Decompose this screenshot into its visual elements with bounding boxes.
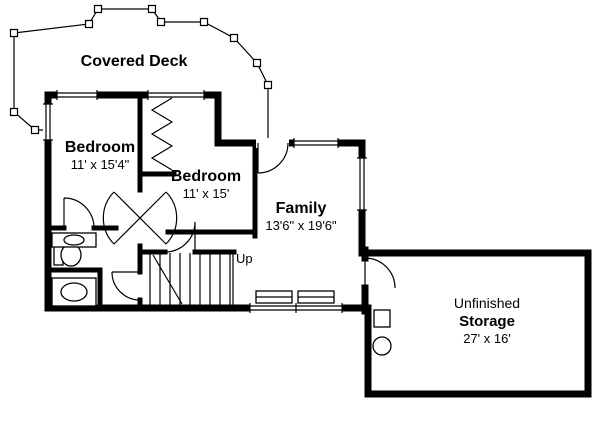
family-dims: 13'6" x 19'6" [265,218,337,233]
room-labels: Bedroom 11' x 15'4" Bedroom 11' x 15' Fa… [65,139,520,346]
windows [43,90,367,313]
doors [63,138,396,301]
deck-outline [13,8,269,143]
door-bedroom1 [63,197,95,229]
bedroom2-dims: 11' x 15' [183,186,230,201]
window-gap [148,90,204,100]
bedroom1-name: Bedroom [65,139,135,156]
door-bathroom [111,271,141,301]
laundry-sink [63,234,85,246]
vanity-sink [60,282,88,302]
covered-deck-label: Covered Deck [81,53,188,70]
window-gap [57,90,97,100]
door-stair-head [164,221,196,253]
window-bedroom1-left [43,103,53,141]
bedroom1-dims: 11' x 15'4" [71,157,130,172]
storage-line1: Unfinished [454,295,520,311]
window-glazing [293,138,339,148]
deck-posts [9,4,273,135]
window-glazing [147,90,205,100]
stairs: Up [149,251,253,306]
window-gap [294,138,338,148]
window-glazing [249,303,343,313]
window-gap [43,104,53,140]
covered-deck: Covered Deck [9,4,273,143]
bedroom2-name: Bedroom [171,168,241,185]
window-glazing [43,103,53,141]
storage-line2: Storage [459,313,515,330]
storage-dims: 27' x 16' [463,331,511,346]
window-family-bottom [249,303,343,313]
window-bedroom1-top [56,90,98,100]
furnace [373,309,391,328]
closet [150,97,174,171]
door-storage [364,257,396,289]
bifold-door-zigzag [150,97,174,171]
fixtures [51,232,392,356]
window-glazing [357,157,367,211]
stairs-up-label: Up [236,251,253,266]
family-name: Family [276,200,327,217]
window-closet-top [147,90,205,100]
stair-treads [149,252,234,306]
window-gap [357,158,367,210]
window-family-top [293,138,339,148]
window-glazing [56,90,98,100]
water-heater [372,336,392,356]
door-family-top [257,142,289,174]
double-doors-hall [102,191,178,245]
door-gap-family-top [256,138,289,148]
window-family-right [357,157,367,211]
